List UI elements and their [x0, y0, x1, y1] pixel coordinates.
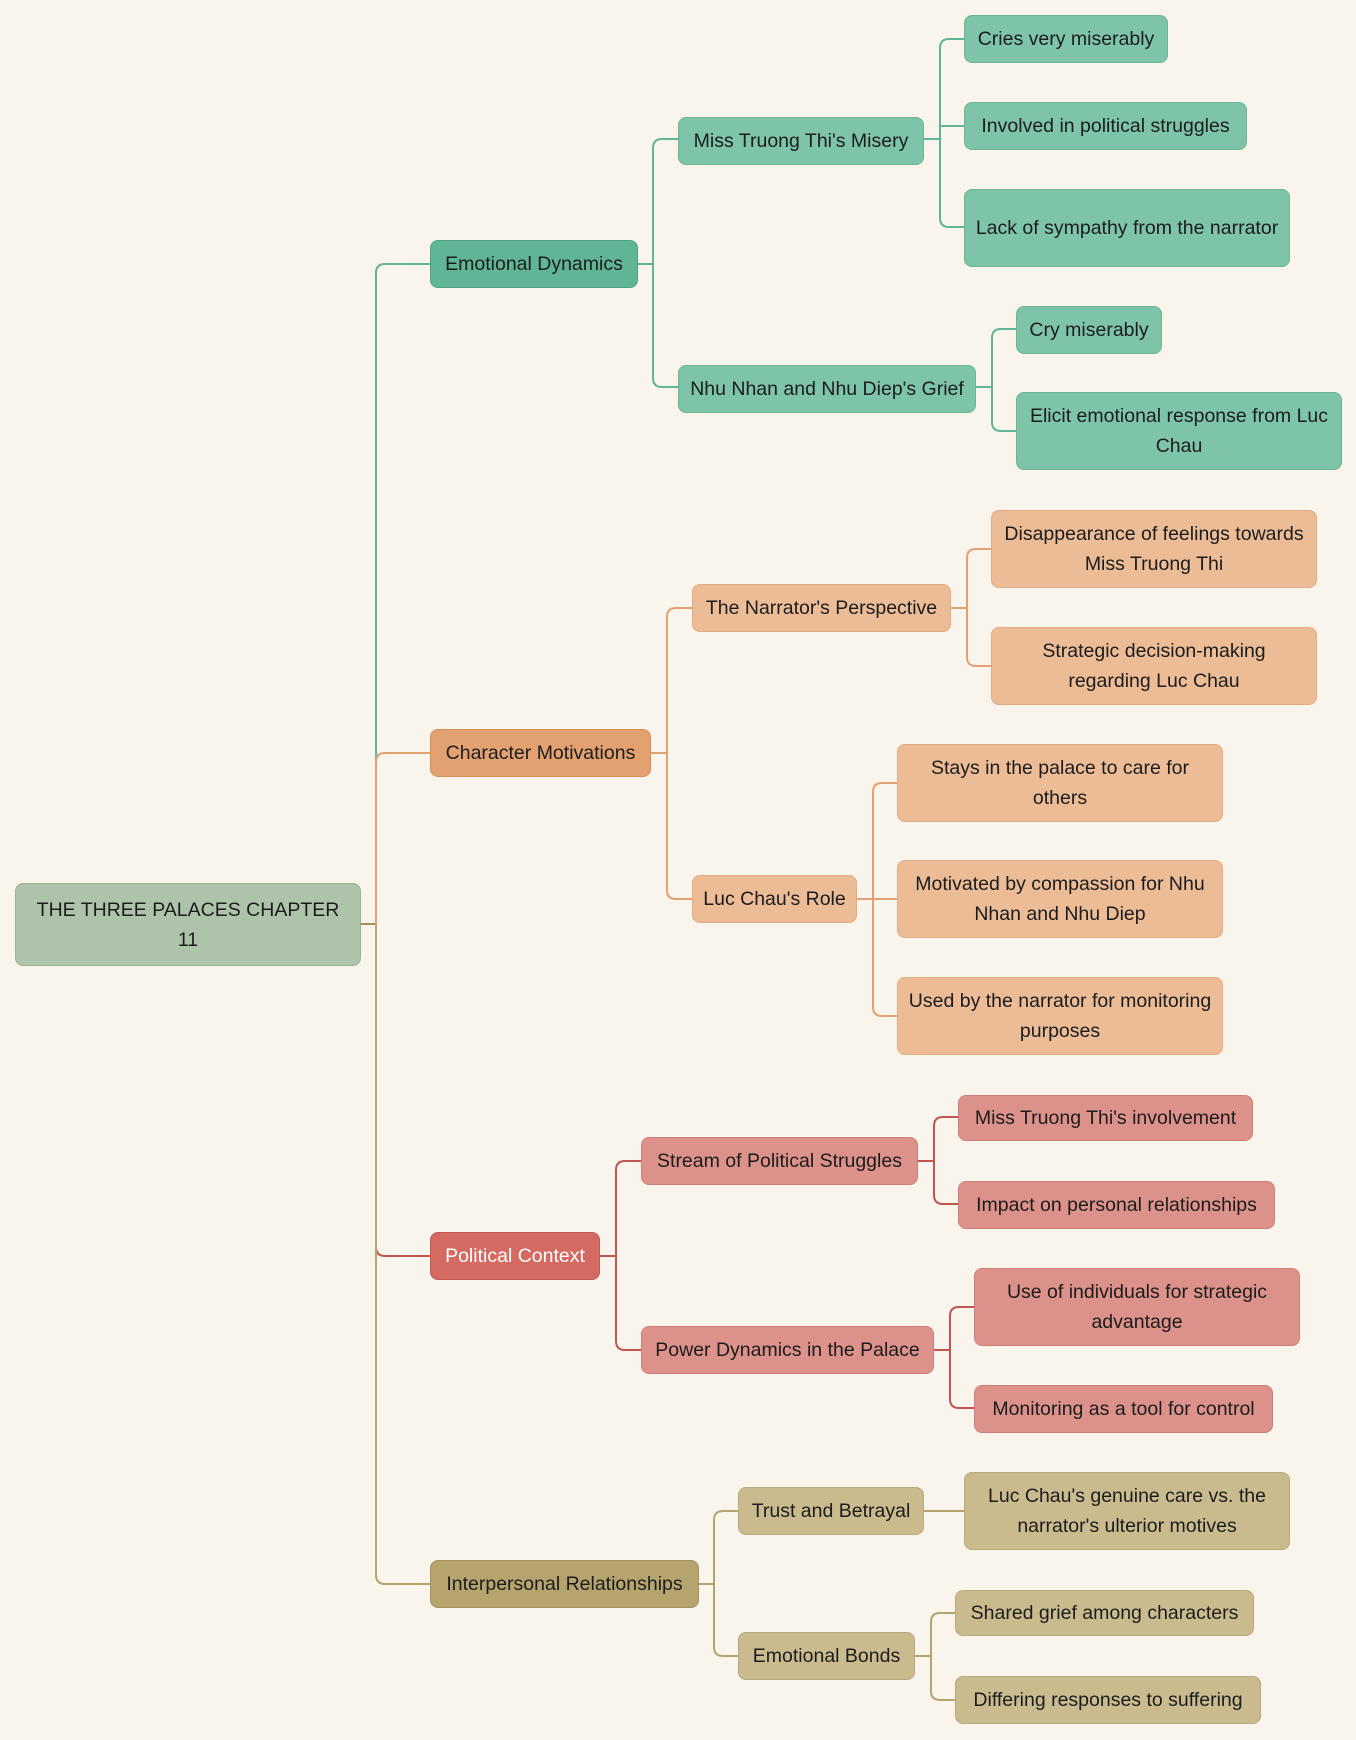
leaf-miss-truong-thi-involvement[interactable]: Miss Truong Thi's involvement: [958, 1095, 1253, 1141]
leaf-stays-in-palace[interactable]: Stays in the palace to care for others: [897, 744, 1223, 822]
topic-trust-and-betrayal[interactable]: Trust and Betrayal: [738, 1487, 924, 1535]
topic-luc-chau-role[interactable]: Luc Chau's Role: [692, 875, 857, 923]
leaf-cries-very-miserably[interactable]: Cries very miserably: [964, 15, 1168, 63]
leaf-strategic-decision-making[interactable]: Strategic decision-making regarding Luc …: [991, 627, 1317, 705]
branch-emotional-dynamics[interactable]: Emotional Dynamics: [430, 240, 638, 288]
leaf-monitoring-as-tool[interactable]: Monitoring as a tool for control: [974, 1385, 1273, 1433]
branch-character-motivations[interactable]: Character Motivations: [430, 729, 651, 777]
leaf-use-of-individuals[interactable]: Use of individuals for strategic advanta…: [974, 1268, 1300, 1346]
leaf-genuine-care-vs-motives[interactable]: Luc Chau's genuine care vs. the narrator…: [964, 1472, 1290, 1550]
topic-miss-truong-thi-misery[interactable]: Miss Truong Thi's Misery: [678, 117, 924, 165]
leaf-used-for-monitoring[interactable]: Used by the narrator for monitoring purp…: [897, 977, 1223, 1055]
root-topic[interactable]: THE THREE PALACES CHAPTER 11: [15, 883, 361, 966]
leaf-shared-grief[interactable]: Shared grief among characters: [955, 1590, 1254, 1636]
leaf-involved-in-political-struggles[interactable]: Involved in political struggles: [964, 102, 1247, 150]
topic-power-dynamics[interactable]: Power Dynamics in the Palace: [641, 1326, 934, 1374]
leaf-impact-on-relationships[interactable]: Impact on personal relationships: [958, 1181, 1275, 1229]
branch-interpersonal-relationships[interactable]: Interpersonal Relationships: [430, 1560, 699, 1608]
leaf-cry-miserably[interactable]: Cry miserably: [1016, 306, 1162, 354]
leaf-differing-responses[interactable]: Differing responses to suffering: [955, 1676, 1261, 1724]
leaf-motivated-by-compassion[interactable]: Motivated by compassion for Nhu Nhan and…: [897, 860, 1223, 938]
topic-nhu-nhan-nhu-diep-grief[interactable]: Nhu Nhan and Nhu Diep's Grief: [678, 365, 976, 413]
topic-emotional-bonds[interactable]: Emotional Bonds: [738, 1632, 915, 1680]
leaf-lack-of-sympathy[interactable]: Lack of sympathy from the narrator: [964, 189, 1290, 267]
leaf-elicit-emotional-response[interactable]: Elicit emotional response from Luc Chau: [1016, 392, 1342, 470]
topic-narrator-perspective[interactable]: The Narrator's Perspective: [692, 584, 951, 632]
topic-stream-of-political-struggles[interactable]: Stream of Political Struggles: [641, 1137, 918, 1185]
leaf-disappearance-of-feelings[interactable]: Disappearance of feelings towards Miss T…: [991, 510, 1317, 588]
branch-political-context[interactable]: Political Context: [430, 1232, 600, 1280]
